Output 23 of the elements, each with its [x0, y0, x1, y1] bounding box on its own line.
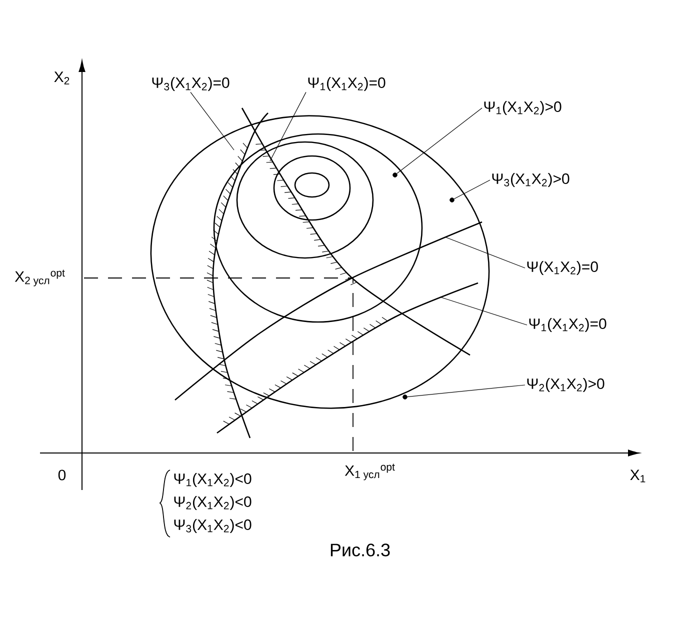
- condition-label: Ψ$_{1}$(X$_{1}$X$_{2}$)=0: [308, 77, 386, 91]
- condition-label: Ψ$_{3}$(X$_{1}$X$_{2}$)>0: [492, 173, 570, 187]
- axis-label: X$_{2 усл}$opt: [14, 270, 65, 286]
- condition-label: Ψ$_{1}$(X$_{1}$X$_{2}$)=0: [529, 318, 606, 332]
- inequality-text: Ψ$_{1}$(X$_{1}$X$_{2}$)<0: [174, 473, 252, 487]
- axis-label: X$_{1}$: [630, 470, 646, 482]
- leader-line: [396, 108, 482, 174]
- leader-line: [190, 92, 234, 150]
- condition-label: Ψ$_{2}$(X$_{1}$X$_{2}$)>0: [527, 378, 604, 392]
- condition-label: Ψ$_{3}$(X$_{1}$X$_{2}$)=0: [152, 77, 230, 91]
- leader-line: [444, 236, 526, 268]
- condition-label: Ψ(X$_{1}$X$_{2}$)=0: [527, 261, 598, 275]
- inequality-text: Ψ$_{2}$(X$_{1}$X$_{2}$)<0: [174, 496, 252, 510]
- leader-line: [270, 92, 306, 162]
- condition-label: Ψ$_{1}$(X$_{1}$X$_{2}$)>0: [484, 101, 562, 115]
- axis-label: X$_{1 усл}$opt: [344, 464, 395, 480]
- leader-line: [454, 180, 490, 200]
- figure-caption: Рис.6.3: [330, 544, 390, 556]
- axis-label: 0: [58, 470, 66, 480]
- leader-line: [407, 384, 526, 398]
- leader-line: [440, 296, 528, 326]
- axis-label: X$_{2}$: [54, 72, 70, 84]
- inequality-text: Ψ$_{3}$(X$_{1}$X$_{2}$)<0: [174, 519, 252, 533]
